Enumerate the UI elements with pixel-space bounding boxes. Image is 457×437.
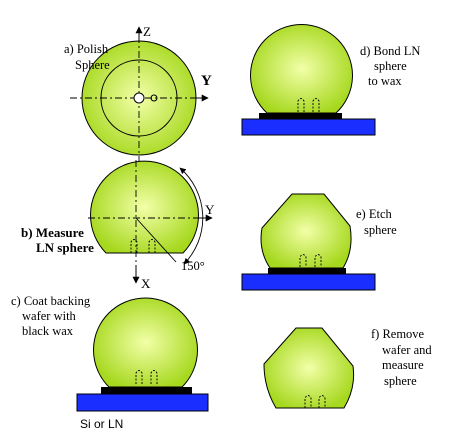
step-b-angle-ray — [135, 217, 177, 263]
step-c-label-line2: wafer with — [22, 309, 77, 323]
step-f-sphere-final — [263, 327, 355, 409]
step-a-label-line2: Sphere — [75, 58, 110, 72]
step-b-y-label: Y — [205, 202, 215, 217]
step-d-bond-sphere: d) Bond LN sphere to wax — [241, 23, 420, 136]
step-a-polish-sphere: Z Y a) Polish Sphere — [64, 24, 212, 168]
step-c-wax-layer — [101, 387, 192, 394]
step-d-label-line2: sphere — [374, 59, 407, 73]
step-e-wax-layer — [268, 268, 346, 274]
step-e-label-line1: e) Etch — [356, 207, 392, 221]
step-f-label-line2: wafer and — [382, 343, 432, 357]
step-e-substrate — [241, 273, 376, 291]
step-c-electrode-marks — [135, 370, 158, 384]
step-b-angle-arc — [179, 167, 204, 265]
step-e-electrode-marks — [299, 254, 322, 267]
step-d-label-line3: to wax — [368, 74, 402, 88]
step-d-wax-layer — [259, 113, 342, 119]
step-f-remove-wafer: f) Remove wafer and measure sphere — [263, 327, 432, 409]
step-a-label-line1: a) Polish — [64, 42, 109, 56]
step-e-etch-sphere: e) Etch sphere — [241, 193, 397, 291]
step-c-coat-wafer: c) Coat backing wafer with black wax Si … — [11, 294, 209, 431]
step-f-label-line1: f) Remove — [371, 327, 425, 341]
step-c-sphere — [93, 297, 198, 388]
step-f-electrode-marks — [304, 395, 326, 408]
step-d-label-line1: d) Bond LN — [360, 44, 420, 58]
step-c-label-line3: black wax — [22, 324, 74, 338]
step-e-sphere-etched — [260, 193, 352, 269]
step-d-substrate — [241, 118, 376, 136]
step-c-label-line1: c) Coat backing — [11, 294, 91, 308]
step-b-electrode-marks — [130, 239, 156, 253]
step-a-y-label: Y — [201, 73, 212, 89]
step-b-label-line2: LN sphere — [36, 240, 94, 255]
step-d-electrode-marks — [297, 98, 320, 112]
substrate-label: Si or LN — [80, 417, 123, 431]
step-a-z-label: Z — [143, 24, 151, 39]
step-a-center-mark — [133, 92, 145, 104]
step-b-angle-label: 150° — [181, 259, 205, 273]
step-c-substrate — [76, 393, 209, 412]
step-b-measure-sphere: Y X 150° b) Measure LN sphere — [21, 160, 215, 291]
step-b-x-label: X — [141, 276, 151, 291]
step-f-label-line3: measure — [382, 358, 424, 372]
step-b-label-line1: b) Measure — [21, 225, 84, 240]
step-f-label-line4: sphere — [384, 374, 417, 388]
step-d-sphere — [250, 23, 353, 114]
step-e-label-line2: sphere — [364, 223, 397, 237]
step-a-offset-mark — [150, 94, 158, 102]
step-b-sphere — [90, 160, 199, 254]
